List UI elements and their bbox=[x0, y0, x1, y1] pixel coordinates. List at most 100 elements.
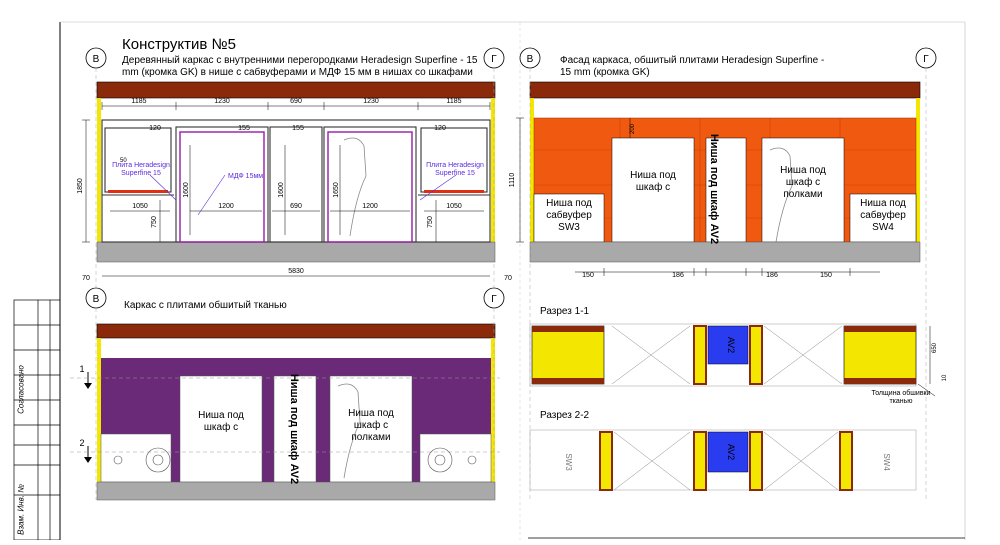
dim-height-1850: 1850 bbox=[77, 178, 84, 194]
facade-elevation bbox=[516, 81, 921, 276]
top-left-description: Деревянный каркас с внутренними перегоро… bbox=[122, 55, 478, 78]
frame-elevation bbox=[82, 81, 496, 277]
facade-dim-1: 150 bbox=[582, 272, 594, 279]
axis-label-v-1: В bbox=[93, 54, 100, 65]
yellow-post-left bbox=[97, 98, 101, 242]
bottom-left-description: Каркас с плитами обшитый тканью bbox=[124, 300, 287, 311]
sw3-label: SW3 bbox=[564, 453, 573, 471]
axis-label-g-3: Г bbox=[491, 294, 497, 305]
facade-sub-right-label: Ниша под сабвуфер SW4 bbox=[860, 198, 906, 233]
dim-lower-2: 750 bbox=[427, 216, 434, 228]
dim-offset-left: 70 bbox=[82, 275, 90, 282]
side-stamp bbox=[13, 299, 61, 541]
section-2-2 bbox=[528, 429, 965, 539]
dim-width-5: 1050 bbox=[446, 203, 462, 210]
dim-top-3: 690 bbox=[290, 98, 302, 105]
dim-offset-right: 70 bbox=[504, 275, 512, 282]
mdf-niche-right bbox=[327, 131, 413, 243]
sub-niche-left bbox=[533, 193, 605, 243]
dim-second-3: 155 bbox=[292, 125, 304, 132]
axis-label-g-1: Г bbox=[491, 54, 497, 65]
dim-second-4: 120 bbox=[434, 125, 446, 132]
plate-strip-right bbox=[424, 190, 484, 193]
fabric-sub-right bbox=[419, 433, 492, 483]
plate-label-left: Плита Heradesign Superfine 15 bbox=[112, 162, 170, 177]
section-number-2: 2 bbox=[79, 438, 84, 448]
sw4-label: SW4 bbox=[882, 453, 891, 471]
fabric-niche-left-label: Ниша под шкаф с bbox=[198, 410, 244, 433]
av2-niche bbox=[705, 137, 747, 243]
mdf-label: МДФ 15мм bbox=[228, 173, 263, 180]
dim-top-4: 1230 bbox=[363, 98, 379, 105]
av2-label-1: AV2 bbox=[726, 337, 736, 353]
section-arrow-1 bbox=[84, 383, 92, 389]
axis-markers bbox=[85, 47, 937, 309]
fabric-sub-left bbox=[100, 433, 172, 483]
dim-650: 650 bbox=[932, 342, 938, 353]
sub-niche-right bbox=[849, 193, 917, 243]
speaker-cone-right bbox=[427, 447, 453, 473]
fabric-niche-center-label: Ниша под шкаф AV2 bbox=[288, 373, 300, 485]
plate-label-right: Плита Heradesign Superfine 15 bbox=[426, 162, 484, 177]
top-right-description: Фасад каркаса, обшитый плитами Heradesig… bbox=[560, 55, 825, 78]
axis-label-g-2: Г bbox=[923, 54, 929, 65]
dim-50: 50 bbox=[120, 158, 127, 164]
dim-200: 200 bbox=[630, 123, 636, 134]
fabric-thickness-note: Толщина обшивки тканью bbox=[871, 390, 931, 405]
section-1-1 bbox=[529, 323, 917, 387]
dim-top-5: 1185 bbox=[446, 98, 461, 105]
stamp-agreed-label: Согласовано bbox=[16, 365, 26, 414]
dim-10: 10 bbox=[942, 374, 948, 381]
facade-floor bbox=[529, 241, 921, 263]
facade-niche-right-label: Ниша под шкаф с полками bbox=[780, 165, 826, 200]
section-number-1: 1 bbox=[79, 364, 84, 374]
facade-dim-4: 150 bbox=[820, 272, 832, 279]
av2-label-2: AV2 bbox=[726, 444, 736, 460]
shelf-sketch bbox=[343, 137, 367, 237]
facade-niche-center-label: Ниша под шкаф AV2 bbox=[708, 133, 720, 245]
fabric-av2 bbox=[273, 375, 317, 483]
mdf-niche-left bbox=[179, 131, 265, 243]
dim-second-1: 120 bbox=[149, 125, 161, 132]
facade-post-left bbox=[530, 98, 534, 242]
plate-strip-left bbox=[108, 190, 168, 193]
facade-post-right bbox=[916, 98, 920, 242]
dim-top-1: 1185 bbox=[131, 98, 146, 105]
axis-label-v-2: В bbox=[527, 54, 534, 65]
dim-top-2: 1230 bbox=[214, 98, 230, 105]
axis-label-v-3: В bbox=[93, 294, 100, 305]
dim-niche-h-1: 1600 bbox=[183, 182, 190, 198]
dim-second-2: 155 bbox=[238, 125, 250, 132]
yellow-post-right bbox=[491, 98, 495, 242]
facade-shelf-sketch bbox=[769, 147, 793, 243]
dim-1110: 1110 bbox=[509, 173, 516, 188]
wood-beam-top bbox=[96, 81, 496, 99]
dim-total-width: 5830 bbox=[288, 268, 304, 275]
fabric-wood-top bbox=[96, 323, 496, 339]
dim-width-4: 1200 bbox=[362, 203, 378, 210]
fabric-post-right bbox=[491, 338, 495, 482]
fabric-cabinet-right bbox=[329, 375, 413, 483]
section-2-title: Разрез 2-2 bbox=[540, 410, 590, 421]
facade-dim-2: 186 bbox=[672, 272, 684, 279]
fabric-elevation bbox=[70, 323, 500, 501]
floor-slab bbox=[96, 241, 496, 263]
sheet-title: Конструктив №5 bbox=[122, 36, 236, 53]
section-1-title: Разрез 1-1 bbox=[540, 306, 590, 317]
dim-lower-1: 750 bbox=[151, 216, 158, 228]
dim-niche-h-3: 1650 bbox=[333, 182, 340, 198]
fabric-shelf-sketch bbox=[337, 383, 361, 479]
dim-width-3: 690 bbox=[290, 203, 302, 210]
fabric-post-left bbox=[97, 338, 101, 482]
facade-sub-left-label: Ниша под сабвуфер SW3 bbox=[546, 198, 592, 233]
section-arrow-2 bbox=[84, 457, 92, 463]
cabinet-niche-left bbox=[611, 137, 695, 243]
fabric-floor bbox=[96, 481, 496, 501]
speaker-cone-left bbox=[145, 447, 171, 473]
facade-dim-3: 186 bbox=[766, 272, 778, 279]
facade-wood-top bbox=[529, 81, 921, 99]
dim-niche-h-2: 1600 bbox=[278, 182, 285, 198]
cabinet-niche-right bbox=[761, 137, 845, 243]
